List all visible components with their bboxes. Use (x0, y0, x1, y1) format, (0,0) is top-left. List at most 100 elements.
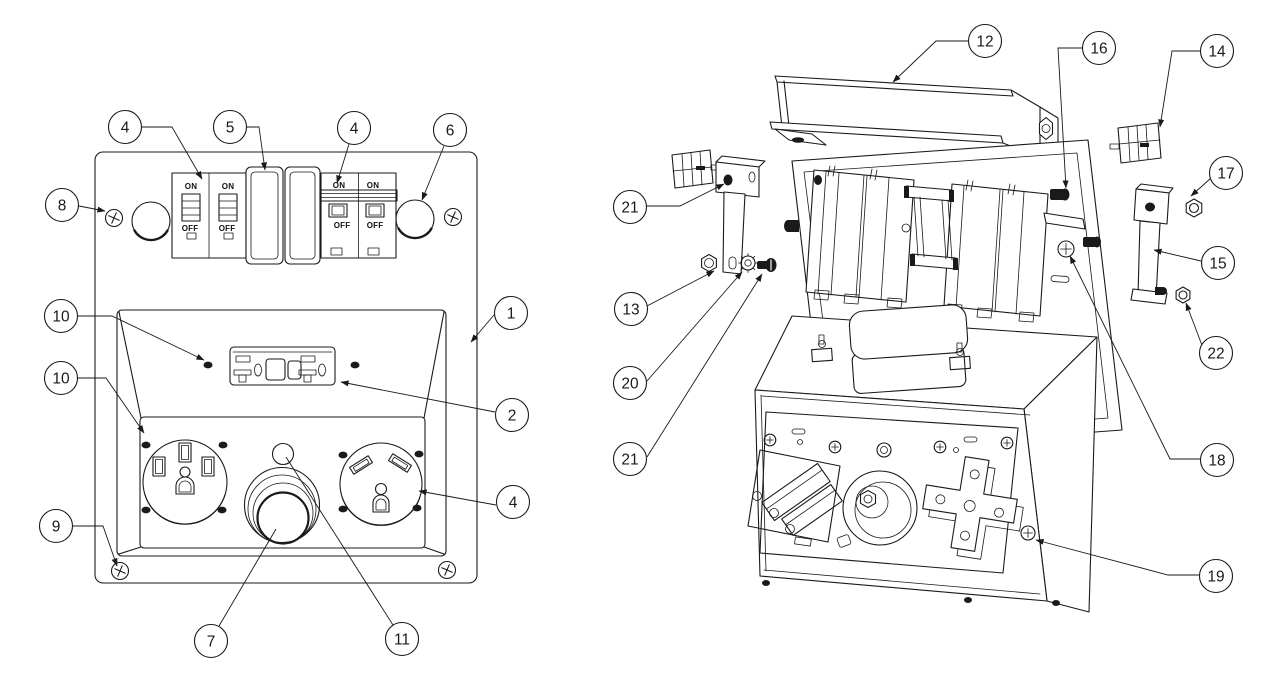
callout-19: 19 (1198, 558, 1234, 594)
pan-head-screw (757, 258, 777, 272)
leader-line (470, 314, 495, 343)
breaker-off-label: OFF (367, 221, 384, 230)
carriage-bolt (1083, 236, 1101, 248)
leader-line (78, 315, 205, 361)
carriage-bolt (784, 220, 799, 232)
right-view-callouts: 12 16 14 17 21 15 13 22 20 21 18 19 (612, 23, 1244, 594)
svg-text:1: 1 (507, 306, 516, 323)
callout-6: 6 (432, 112, 468, 148)
callout-20: 20 (612, 365, 648, 401)
breaker-off-label: OFF (219, 224, 236, 233)
svg-text:18: 18 (1208, 453, 1225, 470)
cover-channel (769, 75, 1059, 161)
breaker-switch (328, 203, 348, 256)
terminal-screw (1020, 525, 1036, 541)
svg-text:12: 12 (976, 34, 993, 51)
terminal-block (1109, 122, 1162, 164)
svg-text:11: 11 (394, 632, 410, 649)
leader-line (1069, 255, 1200, 460)
callout-18: 18 (1199, 442, 1235, 478)
callout-22: 22 (1198, 335, 1234, 371)
callout-5: 5 (212, 109, 248, 145)
hex-nut (1175, 286, 1191, 304)
panel-rear-exploded-view: 12 16 14 17 21 15 13 22 20 21 18 19 (612, 23, 1244, 613)
leader-line (78, 377, 145, 434)
breaker-tie-bar (319, 189, 398, 202)
twist-lock-outlet (338, 442, 424, 526)
leader-line (646, 273, 763, 458)
svg-text:10: 10 (52, 371, 70, 388)
svg-text:7: 7 (207, 634, 216, 651)
callout-9: 9 (38, 508, 74, 544)
svg-text:22: 22 (1207, 346, 1224, 363)
main-breaker-rocker (245, 166, 321, 265)
svg-text:5: 5 (226, 120, 235, 137)
svg-text:19: 19 (1207, 569, 1224, 586)
gfci-reset-button (265, 358, 286, 381)
leader-line (1185, 302, 1204, 349)
callout-17: 17 (1208, 155, 1244, 191)
leader-line (78, 205, 106, 213)
mounting-bracket (1130, 183, 1174, 305)
callout-15: 15 (1200, 245, 1236, 281)
breaker-switch (218, 193, 238, 240)
mounting-screw (350, 361, 360, 369)
terminal (949, 342, 971, 371)
outlet-rear-center (836, 442, 918, 548)
svg-text:16: 16 (1090, 41, 1107, 58)
round-knob (243, 466, 321, 545)
bus-bar-frame (901, 185, 958, 270)
svg-text:2: 2 (508, 408, 517, 425)
leader-line (340, 380, 496, 413)
leader-line (73, 525, 118, 567)
leader-line (421, 145, 445, 201)
transformer (811, 304, 971, 394)
breaker-switch (365, 203, 385, 256)
leader-line (892, 40, 968, 83)
svg-text:21: 21 (621, 200, 638, 217)
callout-14: 14 (1199, 33, 1235, 69)
outlet-rear-left (747, 449, 843, 547)
terminal-block (671, 149, 721, 189)
breaker-rear-housing-right (943, 179, 1049, 323)
callout-4c: 4 (495, 484, 531, 520)
leader-line (218, 528, 277, 627)
svg-text:13: 13 (622, 302, 639, 319)
hex-nut (1185, 198, 1203, 218)
callout-7: 7 (193, 623, 229, 659)
leader-line (646, 271, 743, 382)
callout-11: 11 (384, 621, 420, 657)
leader-line (418, 489, 497, 506)
terminal (811, 334, 833, 363)
breaker-on-label: ON (333, 181, 345, 190)
leader-line (646, 270, 715, 307)
leader-line (1057, 47, 1082, 189)
leader-line (1190, 177, 1212, 197)
breaker-on-label: ON (367, 181, 379, 190)
panel-screw (1057, 240, 1075, 258)
leader-line (247, 126, 267, 171)
leader-line (647, 183, 725, 207)
enclosure-box (747, 304, 1098, 613)
breaker-bank: ON OFF ON OFF ON OFF ON OFF (171, 166, 398, 265)
gfci-outlet (229, 346, 336, 386)
callout-8: 8 (44, 187, 80, 223)
leader-line (1035, 539, 1199, 576)
svg-text:10: 10 (52, 309, 70, 326)
round-hole (131, 201, 171, 242)
svg-text:4: 4 (350, 121, 359, 138)
breaker-on-label: ON (222, 182, 234, 191)
callout-21b: 21 (612, 441, 648, 477)
breaker-off-label: OFF (182, 224, 199, 233)
leader-line (1153, 248, 1202, 262)
left-view-callouts: 4 5 4 6 8 10 10 9 1 2 4 7 11 (38, 109, 531, 659)
leader-line (142, 126, 203, 180)
svg-text:20: 20 (621, 376, 639, 393)
callout-12: 12 (967, 23, 1003, 59)
callout-10b: 10 (43, 360, 79, 396)
svg-text:14: 14 (1208, 44, 1226, 61)
svg-text:17: 17 (1217, 166, 1234, 183)
recessed-well (116, 309, 447, 557)
